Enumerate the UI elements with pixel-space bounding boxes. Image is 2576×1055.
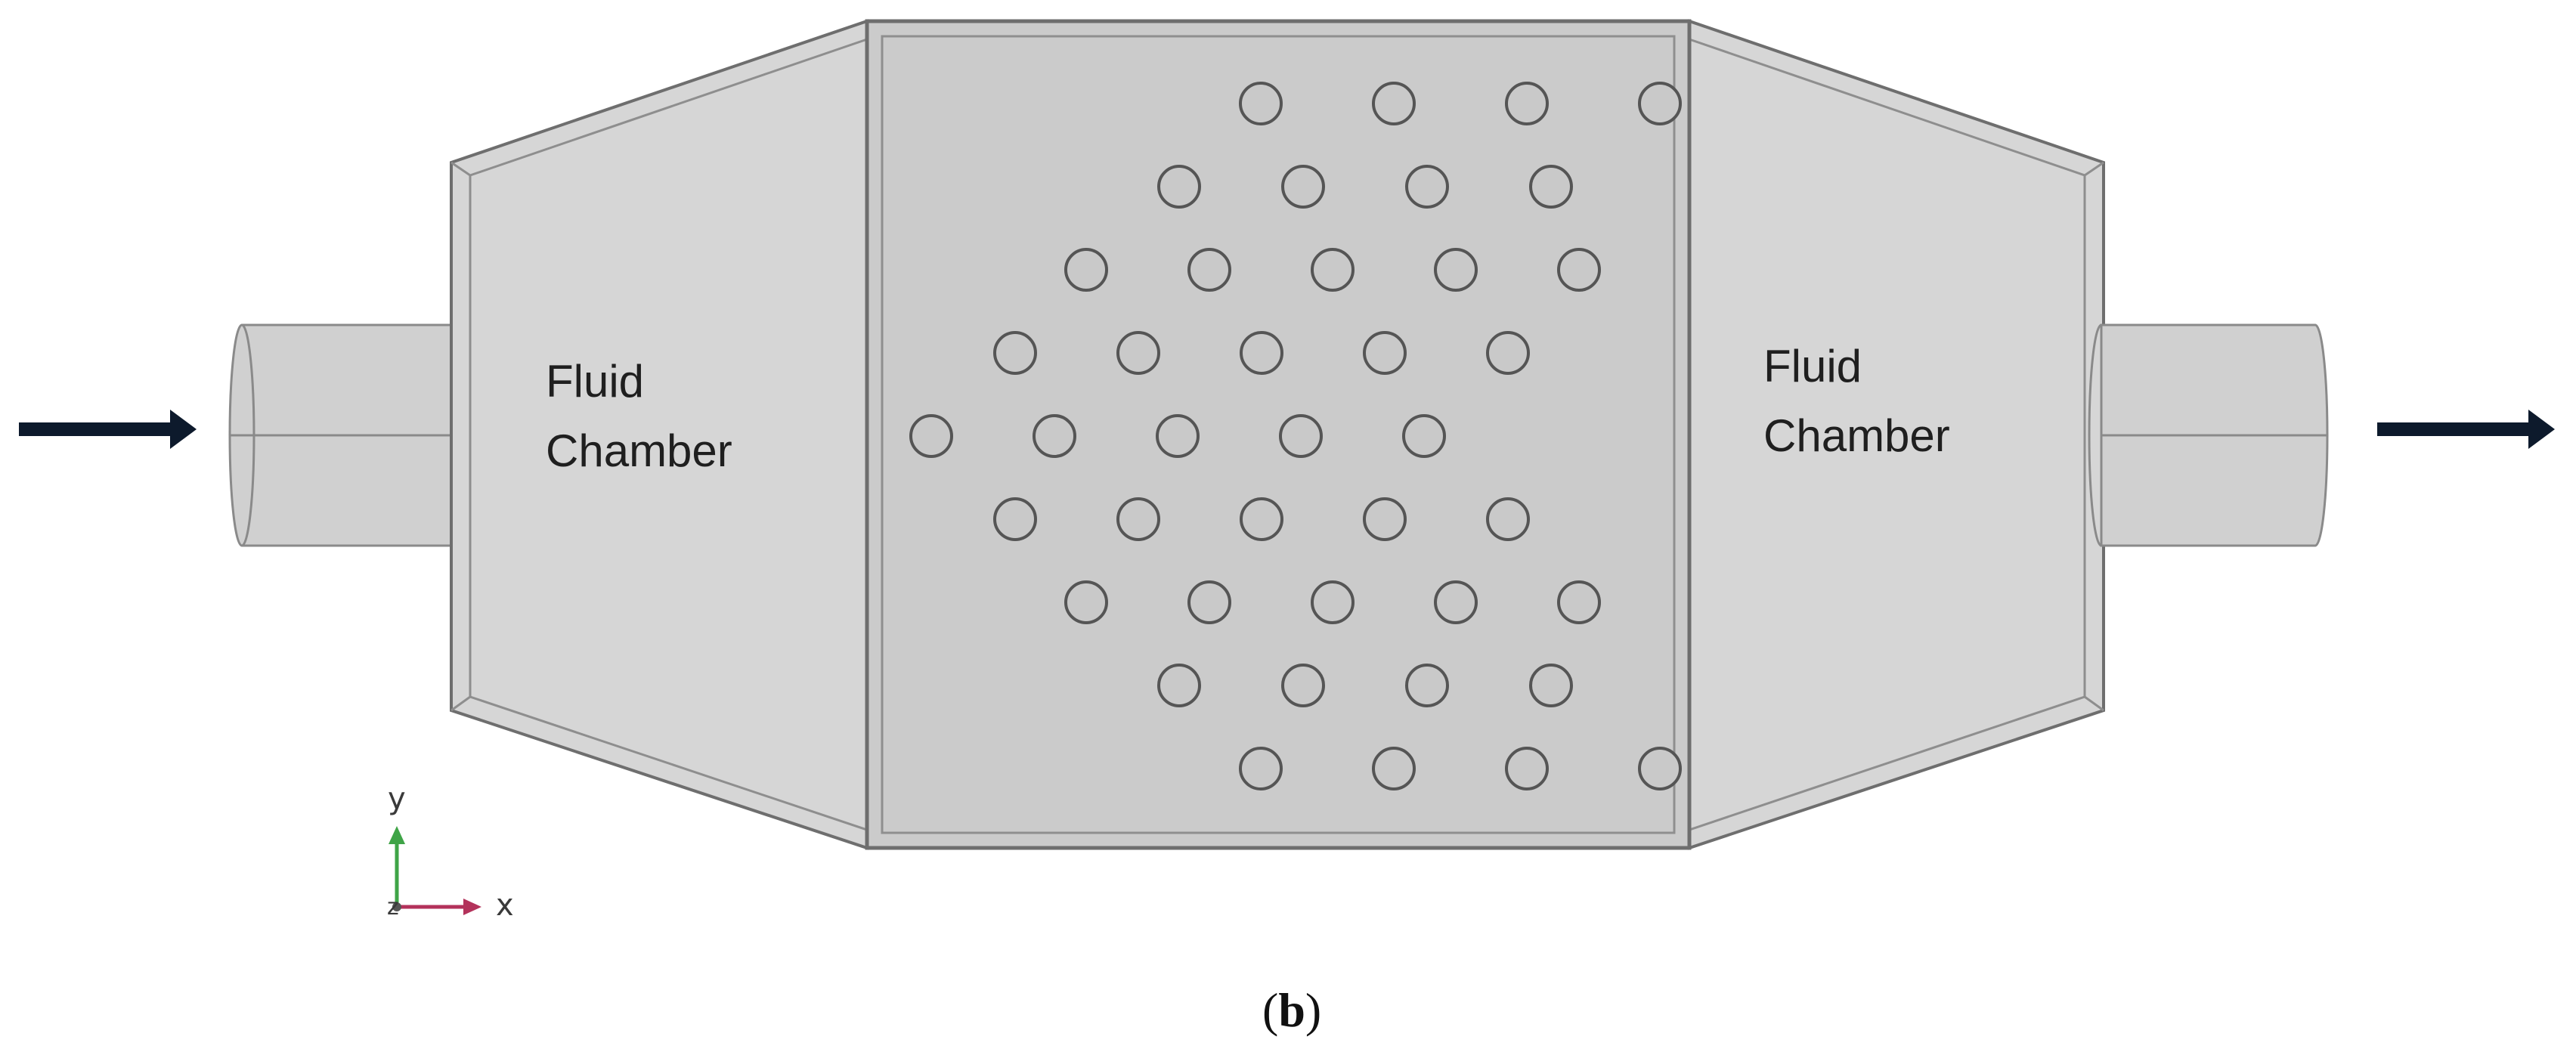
tube-array	[909, 82, 1682, 790]
z-axis-label: z	[387, 894, 399, 920]
left-chamber-label-line2: Chamber	[546, 425, 732, 476]
tube-hole	[1529, 664, 1573, 707]
figure-caption: (b)	[1262, 983, 1321, 1037]
inlet-arrow	[19, 410, 197, 449]
tube-hole	[1434, 580, 1478, 624]
tube-hole	[993, 497, 1037, 541]
tube-hole	[1372, 747, 1416, 790]
tube-hole	[1281, 165, 1325, 209]
tube-hole	[1187, 248, 1231, 292]
tube-hole	[1505, 747, 1549, 790]
tube-hole	[1279, 414, 1323, 458]
tube-hole	[1240, 331, 1283, 375]
tube-hole	[1156, 414, 1200, 458]
right-chamber-label-line1: Fluid	[1763, 341, 1862, 391]
caption-paren-open: (	[1262, 983, 1278, 1037]
tube-hole	[1064, 248, 1108, 292]
tube-hole	[1557, 248, 1601, 292]
tube-hole	[1187, 580, 1231, 624]
tube-hole	[1239, 747, 1283, 790]
y-axis-label: y	[388, 781, 406, 816]
z-axis-dot	[392, 902, 401, 911]
tube-hole	[1064, 580, 1108, 624]
svg-text:(b): (b)	[1262, 983, 1321, 1037]
outlet-pipe	[2088, 323, 2329, 547]
tube-hole	[1434, 248, 1478, 292]
tube-hole	[1311, 580, 1355, 624]
tube-hole	[1116, 497, 1160, 541]
tube-hole	[1638, 82, 1682, 125]
tube-hole	[1157, 165, 1201, 209]
tube-hole	[1505, 82, 1549, 125]
tube-hole	[1240, 497, 1283, 541]
caption-paren-close: )	[1305, 983, 1321, 1037]
tube-hole	[1157, 664, 1201, 707]
tube-hole	[1239, 82, 1283, 125]
tube-hole	[1402, 414, 1446, 458]
tube-hole	[1486, 497, 1530, 541]
tube-hole	[993, 331, 1037, 375]
coordinate-triad: y x z	[387, 781, 514, 923]
tube-hole	[1116, 331, 1160, 375]
tube-hole	[1529, 165, 1573, 209]
tube-hole	[1363, 331, 1407, 375]
tube-hole	[1557, 580, 1601, 624]
caption-letter: b	[1278, 983, 1305, 1037]
tube-hole	[1486, 331, 1530, 375]
left-chamber-label-line1: Fluid	[546, 356, 644, 407]
tube-hole	[1405, 664, 1449, 707]
tube-hole	[1638, 747, 1682, 790]
tube-hole	[1363, 497, 1407, 541]
x-axis-label: x	[496, 888, 514, 923]
tube-hole	[1372, 82, 1416, 125]
tube-hole	[1281, 664, 1325, 707]
tube-bundle-core	[865, 19, 1692, 850]
tube-hole	[909, 414, 953, 458]
tube-hole	[1311, 248, 1355, 292]
tube-hole	[1405, 165, 1449, 209]
inlet-pipe	[228, 323, 455, 547]
right-chamber-label-line2: Chamber	[1763, 410, 1950, 461]
outlet-arrow	[2377, 410, 2555, 449]
tube-hole	[1033, 414, 1076, 458]
